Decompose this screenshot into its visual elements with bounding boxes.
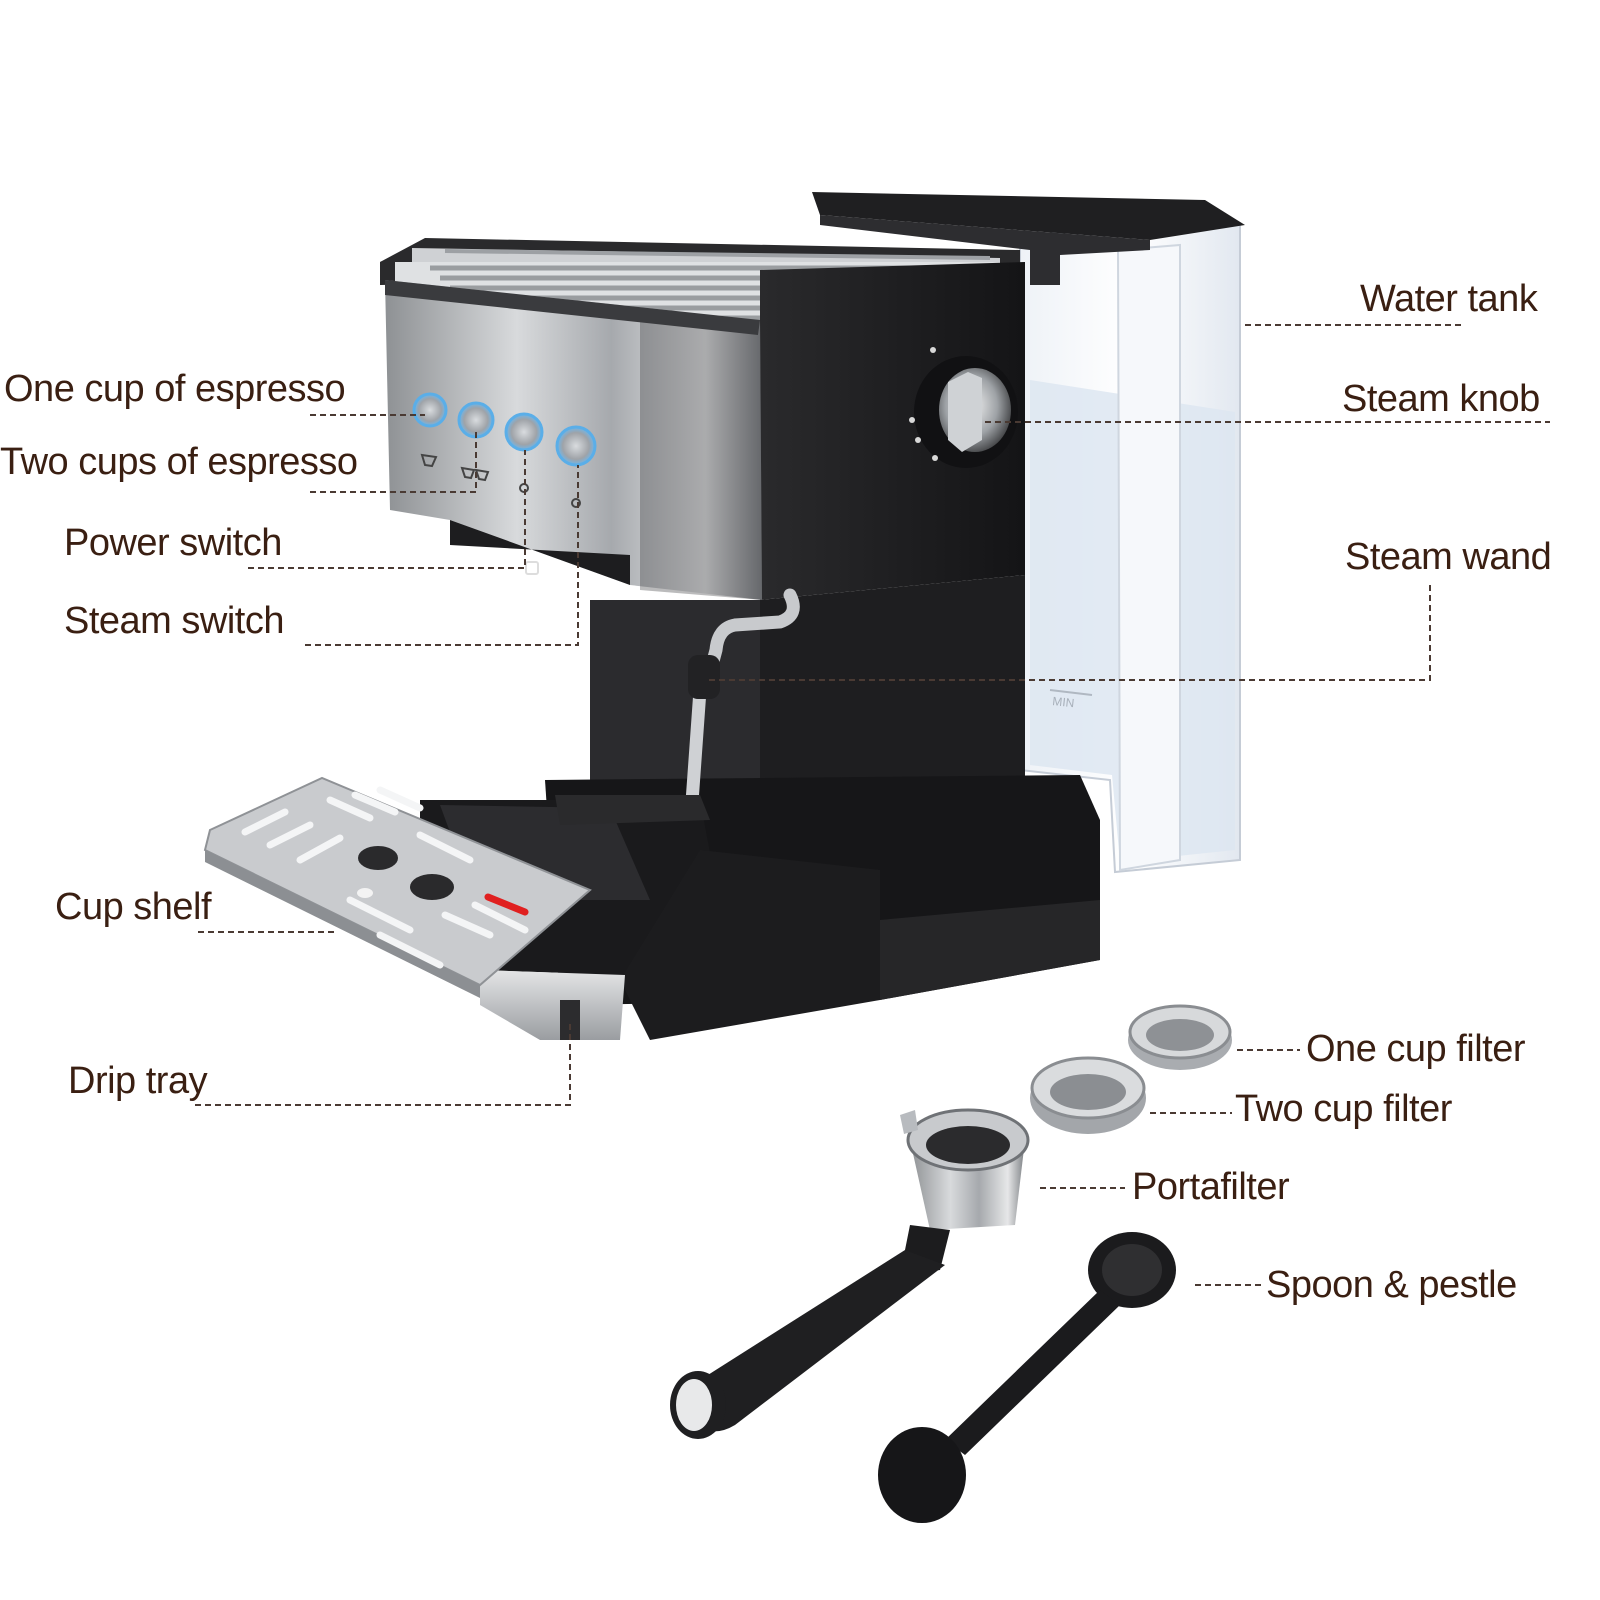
label-two-cups-espresso: Two cups of espresso <box>0 441 358 483</box>
label-power-switch: Power switch <box>64 522 282 564</box>
label-spoon-pestle: Spoon & pestle <box>1266 1264 1517 1306</box>
label-steam-knob: Steam knob <box>1342 378 1540 420</box>
label-steam-wand: Steam wand <box>1345 536 1552 578</box>
label-drip-tray: Drip tray <box>68 1060 208 1102</box>
water-tank: MIN <box>812 192 1245 874</box>
label-steam-switch: Steam switch <box>64 600 284 642</box>
label-portafilter: Portafilter <box>1132 1166 1290 1208</box>
two-cup-filter-image <box>1030 1056 1146 1134</box>
steam-knob-dial <box>909 347 1018 468</box>
portafilter-image <box>670 1108 1030 1439</box>
spoon-pestle-image <box>878 1232 1176 1523</box>
label-cup-shelf: Cup shelf <box>55 886 212 928</box>
svg-text:MIN: MIN <box>1052 694 1075 710</box>
control-buttons <box>412 392 597 575</box>
label-one-cup-filter: One cup filter <box>1306 1028 1526 1070</box>
leader-lines <box>195 324 1550 1286</box>
label-one-cup-espresso: One cup of espresso <box>4 368 346 410</box>
cup-shelf <box>203 776 592 998</box>
label-two-cup-filter: Two cup filter <box>1235 1088 1452 1130</box>
label-water-tank: Water tank <box>1360 278 1538 320</box>
one-cup-filter-image <box>1128 1004 1232 1070</box>
